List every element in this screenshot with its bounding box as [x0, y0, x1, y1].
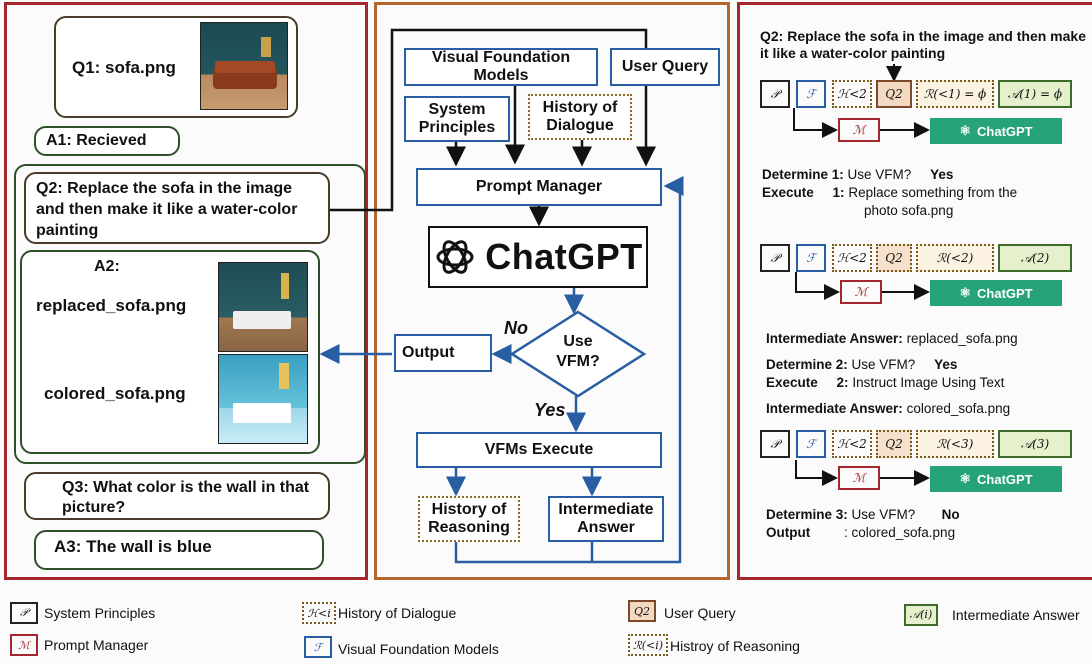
- token-f-3: ℱ: [796, 430, 826, 458]
- execute-1: Execute 1: Replace something from the: [762, 185, 1018, 200]
- legend-m-icon: ℳ: [10, 634, 38, 656]
- q2-bubble: Q2: Replace the sofa in the image and th…: [24, 172, 330, 244]
- intermediate-answer-box: Intermediate Answer: [548, 496, 664, 542]
- token-f-1: ℱ: [796, 80, 826, 108]
- determine-1: Determine 1: Use VFM? Yes: [762, 167, 954, 182]
- openai-logo-icon: [436, 240, 474, 274]
- q1-text: Q1: sofa.png: [72, 58, 176, 77]
- token-r-1: ℛ(<1) = ϕ: [916, 80, 994, 108]
- legend-vfm: Visual Foundation Models: [338, 641, 499, 657]
- determine-3: Determine 3: Use VFM? No: [766, 507, 960, 522]
- legend-r-icon: ℛ(<i): [628, 634, 668, 656]
- openai-mini-icon: ⚛: [959, 123, 972, 138]
- token-m-3: ℳ: [838, 466, 880, 490]
- q2-text: Q2: Replace the sofa in the image and th…: [36, 180, 298, 239]
- q3-text: Q3: What color is the wall in that pictu…: [62, 479, 310, 516]
- replaced-sofa-image: [218, 262, 308, 352]
- token-h-1: ℋ<2: [832, 80, 872, 108]
- right-q2: Q2: Replace the sofa in the image and th…: [760, 28, 1086, 61]
- q2-to-user-query-line: [330, 28, 648, 212]
- token-q-3: Q2: [876, 430, 912, 458]
- token-f-2: ℱ: [796, 244, 826, 272]
- legend-history-reasoning: Histroy of Reasoning: [670, 638, 800, 654]
- chatgpt-box: ChatGPT: [428, 226, 648, 288]
- legend-user-query: User Query: [664, 605, 736, 621]
- legend-h-icon: ℋ<i: [302, 602, 336, 624]
- token-q-2: Q2: [876, 244, 912, 272]
- replaced-sofa-label: replaced_sofa.png: [36, 296, 187, 315]
- output-line: Output : colored_sofa.png: [766, 525, 956, 540]
- q3-bubble: Q3: What color is the wall in that pictu…: [24, 472, 330, 520]
- token-a-1: 𝒜(1) = ϕ: [998, 80, 1072, 108]
- vfm-box: Visual Foundation Models: [404, 48, 598, 86]
- system-principles-box: System Principles: [404, 96, 510, 142]
- colored-sofa-image: [218, 354, 308, 444]
- token-h-3: ℋ<2: [832, 430, 872, 458]
- execute-2: Execute 2: Instruct Image Using Text: [766, 375, 1005, 390]
- a2-outer-frame: [14, 164, 366, 464]
- token-h-2: ℋ<2: [832, 244, 872, 272]
- intermediate-2: Intermediate Answer: colored_sofa.png: [766, 401, 1011, 416]
- history-reasoning-box: History of Reasoning: [418, 496, 520, 542]
- chatgpt-label: ChatGPT: [485, 236, 643, 277]
- legend-prompt-manager: Prompt Manager: [44, 637, 149, 653]
- left-panel: [4, 2, 368, 580]
- yes-label: Yes: [534, 400, 566, 420]
- determine-2: Determine 2: Use VFM? Yes: [766, 357, 958, 372]
- legend-system-principles: System Principles: [44, 605, 156, 621]
- a1-text: A1: Recieved: [46, 132, 147, 149]
- middle-panel: [374, 2, 730, 580]
- output-box: Output: [394, 334, 492, 372]
- prompt-manager-box: Prompt Manager: [416, 168, 662, 206]
- a2-label: A2:: [94, 258, 120, 275]
- token-q-1: Q2: [876, 80, 912, 108]
- a3-bubble: A3: The wall is blue: [34, 530, 324, 570]
- legend-f-icon: ℱ: [304, 636, 332, 658]
- chatgpt-badge-2: ⚛ChatGPT: [930, 280, 1062, 306]
- intermediate-1: Intermediate Answer: replaced_sofa.png: [766, 331, 1018, 346]
- user-query-box: User Query: [610, 48, 720, 86]
- legend-history-dialogue: History of Dialogue: [338, 605, 457, 621]
- vfms-execute-box: VFMs Execute: [416, 432, 662, 468]
- token-a-2: 𝒜(2): [998, 244, 1072, 272]
- token-r-2: ℛ(<2): [916, 244, 994, 272]
- colored-sofa-label: colored_sofa.png: [44, 384, 186, 403]
- a3-text: A3: The wall is blue: [54, 537, 212, 556]
- use-vfm-text: Use VFM?: [556, 333, 600, 370]
- openai-mini-icon: ⚛: [959, 471, 972, 486]
- token-p-2: 𝒫: [760, 244, 790, 272]
- chatgpt-badge-1: ⚛ChatGPT: [930, 118, 1062, 144]
- token-p-1: 𝒫: [760, 80, 790, 108]
- token-m-2: ℳ: [840, 280, 882, 304]
- chatgpt-badge-3: ⚛ChatGPT: [930, 466, 1062, 492]
- right-panel: [737, 2, 1092, 580]
- a1-bubble: A1: Recieved: [34, 126, 180, 156]
- token-m-1: ℳ: [838, 118, 880, 142]
- token-p-3: 𝒫: [760, 430, 790, 458]
- token-a-3: 𝒜(3): [998, 430, 1072, 458]
- no-label: No: [504, 318, 528, 338]
- legend-p-icon: 𝒫: [10, 602, 38, 624]
- execute-1-cont: photo sofa.png: [864, 203, 954, 218]
- token-r-3: ℛ(<3): [916, 430, 994, 458]
- use-vfm-diamond: [509, 310, 647, 398]
- openai-mini-icon: ⚛: [959, 285, 972, 300]
- legend-intermediate-answer: Intermediate Answer: [952, 607, 1080, 623]
- legend-q-icon: Q2: [628, 600, 656, 622]
- legend-a-icon: 𝒜(i): [904, 604, 938, 626]
- history-dialogue-box: History of Dialogue: [528, 94, 632, 140]
- sofa-image: [200, 22, 288, 110]
